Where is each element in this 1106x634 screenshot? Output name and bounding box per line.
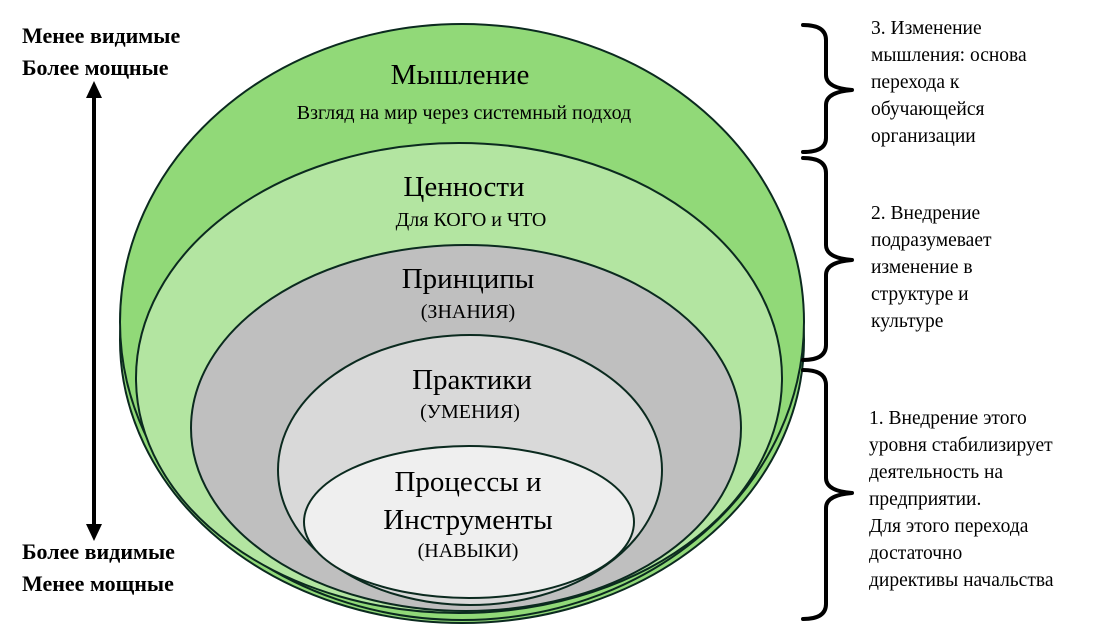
axis-bottom-line1: Более видимые [22,539,175,564]
note-practices: 1. Внедрение этого уровня стабилизирует … [869,405,1053,594]
note-mindset: 3. Изменение мышления: основа перехода к… [871,15,1027,150]
level-mindset-subtitle: Взгляд на мир через системный подход [297,102,631,124]
level-processes-subtitle: (НАВЫКИ) [418,540,519,562]
note-line: 1. Внедрение этого [869,408,1027,429]
axis-top-label: Менее видимые Более мощные [22,20,180,84]
note-values: 2. Внедрение подразумевает изменение в с… [871,200,992,335]
note-line: предприятии. [869,489,982,510]
level-practices-subtitle: (УМЕНИЯ) [420,401,520,423]
note-line: перехода к [871,72,960,93]
note-line: 2. Внедрение [871,203,981,224]
axis-top-line2: Более мощные [22,55,169,80]
level-practices-title: Практики [412,364,532,396]
level-processes-title-line2: Инструменты [383,504,553,536]
note-line: уровня стабилизирует [869,435,1053,456]
note-line: Для этого перехода [869,516,1029,537]
brace-values [801,156,854,362]
level-mindset-title: Мышление [391,59,530,91]
axis-top-line1: Менее видимые [22,23,181,48]
note-line: директивы начальства [869,570,1054,591]
level-principles-title: Принципы [402,263,535,295]
level-processes-title-line1: Процессы и [394,466,541,498]
axis-bottom-label: Более видимые Менее мощные [22,536,175,600]
note-line: структуре и [871,284,969,305]
note-line: достаточно [869,543,963,564]
visibility-power-arrow [86,81,102,541]
note-line: мышления: основа [871,45,1027,66]
note-line: культуре [871,311,944,332]
note-line: подразумевает [871,230,992,251]
axis-bottom-line2: Менее мощные [22,571,174,596]
level-processes [303,445,635,599]
brace-mindset [801,23,854,154]
note-line: обучающейся [871,99,985,120]
note-line: 3. Изменение [871,18,982,39]
note-line: деятельность на [869,462,1004,483]
level-principles-subtitle: (ЗНАНИЯ) [421,301,515,323]
note-line: организации [871,126,976,147]
brace-practices [801,368,854,621]
level-values-subtitle: Для КОГО и ЧТО [396,209,547,231]
level-values-title: Ценности [403,171,524,203]
note-line: изменение в [871,257,973,278]
